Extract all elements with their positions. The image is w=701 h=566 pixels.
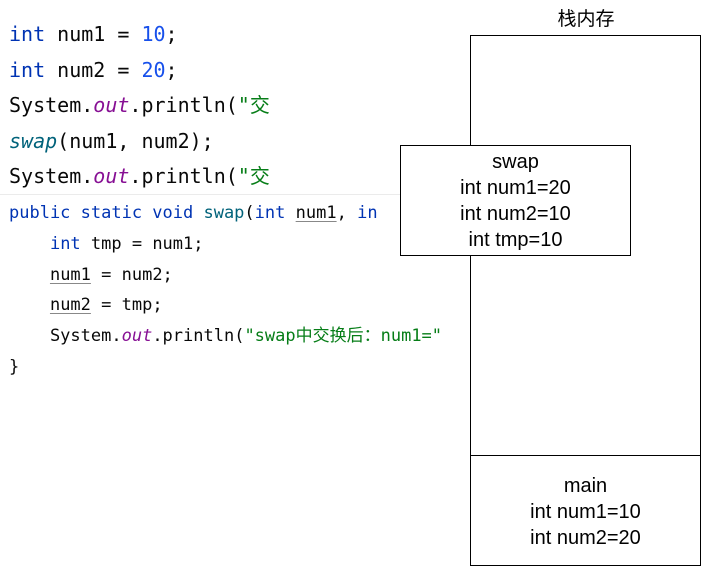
code-token: .println( [129, 164, 238, 188]
code-token: "交 [237, 93, 270, 117]
code-token: = num2; [90, 264, 173, 285]
code-token: swap [9, 128, 58, 153]
code-token [9, 234, 50, 254]
frame-main-var: int num1=10 [530, 501, 641, 523]
frame-main-var: int num2=20 [530, 527, 641, 549]
frame-swap-var: int num2=10 [460, 203, 571, 225]
code-line: System.out.println("swap中交换后：num1=" [9, 322, 469, 350]
code-line: num2 = tmp; [9, 291, 469, 319]
frame-swap-var: int num1=20 [460, 177, 571, 199]
code-token [9, 265, 50, 285]
code-token: .println( [152, 326, 245, 347]
frame-swap-var: int tmp=10 [468, 229, 563, 251]
stack-frame-swap: swap int num1=20 int num2=10 int tmp=10 [400, 145, 631, 256]
code-token: swap [203, 203, 245, 223]
code-token: ; [165, 22, 178, 46]
code-token: tmp = num1; [80, 233, 204, 254]
code-line: swap(num1, num2); [9, 126, 287, 156]
code-line: } [9, 353, 469, 381]
frame-main-title: main [563, 475, 608, 497]
code-token: int [254, 203, 286, 223]
code-token: out [121, 326, 153, 347]
code-token: ; [165, 57, 178, 82]
code-token: "swap中交换后：num1=" [244, 326, 443, 347]
code-token: .println( [129, 93, 238, 117]
code-token: = tmp; [90, 295, 163, 316]
code-token: System. [9, 93, 94, 117]
code-token: out [93, 93, 130, 117]
code-line: System.out.println("交 [9, 90, 287, 120]
code-line: int tmp = num1; [9, 230, 469, 258]
code-token: in [357, 203, 378, 223]
code-token: 20 [141, 57, 166, 82]
code-token: num1 = [45, 22, 142, 46]
stack-memory-title: 栈内存 [557, 8, 615, 30]
code-token: (num1, num2); [57, 128, 214, 153]
code-token: num2 [49, 295, 91, 316]
code-token [285, 203, 295, 223]
code-line: int num2 = 20; [9, 55, 287, 85]
code-token: num1 [295, 203, 337, 223]
code-token: num2 = [45, 57, 142, 82]
code-line: int num1 = 10; [9, 19, 287, 49]
frame-swap-title: swap [492, 151, 539, 173]
code-divider [0, 194, 470, 195]
code-token: out [93, 164, 130, 188]
code-line: System.out.println("交 [9, 161, 287, 191]
code-token: int [9, 22, 46, 46]
code-line: public static void swap(int num1, in [9, 199, 469, 227]
code-token: System. [9, 326, 122, 347]
code-token: num1 [49, 264, 91, 285]
stack-frame-main: main int num1=10 int num2=20 [470, 455, 701, 566]
code-token: int [49, 233, 81, 254]
code-line: num1 = num2; [9, 261, 469, 289]
code-token: int [9, 57, 46, 82]
code-token [9, 295, 50, 315]
code-token: ( [244, 203, 255, 223]
code-token: 10 [141, 22, 166, 46]
code-token: , [336, 203, 358, 223]
code-token: } [9, 357, 20, 377]
code-token: "交 [237, 164, 270, 188]
code-token: public static void [9, 203, 204, 223]
code-token: System. [9, 164, 94, 188]
